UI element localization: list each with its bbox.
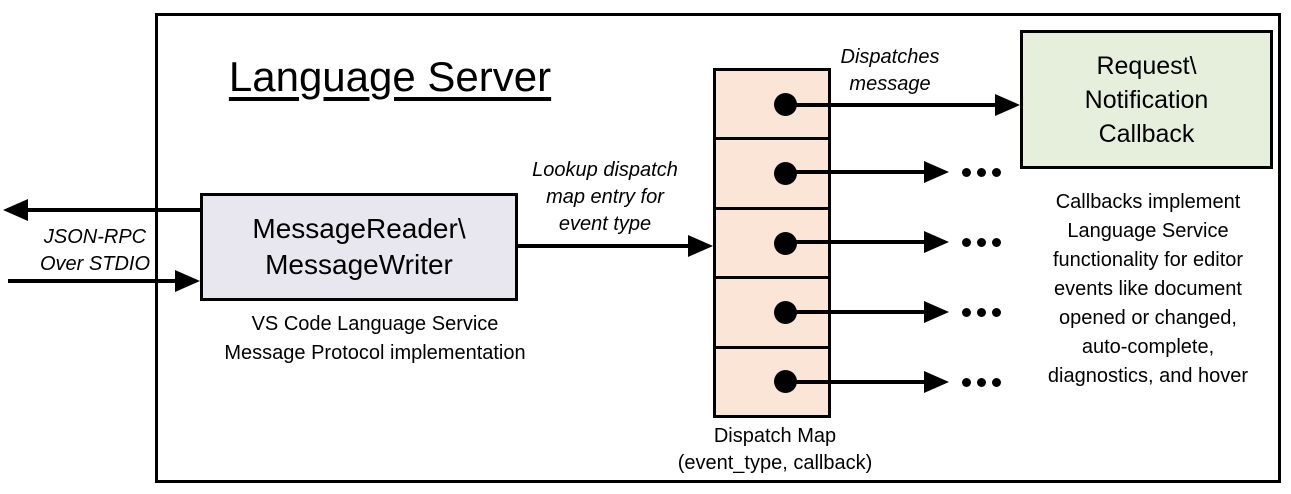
ellipsis-dot	[962, 238, 971, 247]
dispatch-arrowhead-icon-2	[924, 161, 949, 183]
caption-line-2: Message Protocol implementation	[224, 342, 526, 364]
over-stdio-label-line: Over STDIO	[39, 253, 150, 275]
ellipsis-dots	[962, 308, 1001, 317]
callbacks-note: Callbacks implement Language Service fun…	[1023, 188, 1273, 391]
ellipsis-dot	[977, 378, 986, 387]
ellipsis-dot	[992, 308, 1001, 317]
ellipsis-dot	[992, 378, 1001, 387]
note-line-1: Callbacks implement	[1055, 191, 1241, 213]
dispatch-arrow-line-2	[786, 170, 925, 174]
note-line-7: diagnostics, and hover	[1047, 365, 1249, 387]
stdio-in-arrow-line	[8, 279, 175, 283]
lookup-label-line-1: Lookup dispatch	[532, 159, 678, 181]
callback-pointer-dot	[774, 92, 797, 116]
callback-pointer-dot	[774, 300, 797, 324]
note-line-6: auto-complete,	[1081, 336, 1215, 358]
note-line-2: Language Service	[1067, 220, 1229, 242]
json-rpc-label-line: JSON-RPC	[43, 226, 147, 248]
dispatch-arrowhead-icon-4	[924, 301, 949, 323]
callback-pointer-dot	[774, 162, 797, 186]
dispatch-arrow-line-4	[786, 310, 925, 314]
ellipsis-dot	[977, 168, 986, 177]
stdio-out-arrow-line	[22, 208, 200, 212]
ellipsis-dots	[962, 378, 1001, 387]
dispatches-message-label: Dispatches message	[825, 44, 955, 98]
callback-box-line-1: Request\	[1096, 51, 1197, 80]
ellipsis-dots	[962, 168, 1001, 177]
dispatch-map-label-line-1: Dispatch Map	[713, 425, 837, 447]
language-server-boundary-box	[155, 13, 1281, 483]
ellipsis-dot	[992, 168, 1001, 177]
ellipsis-dot	[977, 308, 986, 317]
message-reader-writer-box: MessageReader\ MessageWriter	[200, 193, 518, 301]
note-line-5: opened or changed,	[1059, 307, 1237, 329]
page-title: Language Server	[228, 53, 552, 100]
ellipsis-dot	[962, 168, 971, 177]
lookup-label-line-2: map entry for	[546, 186, 664, 208]
lookup-dispatch-label: Lookup dispatch map entry for event type	[505, 157, 705, 238]
message-writer-label: MessageWriter	[265, 249, 453, 280]
dispatches-label-line-1: Dispatches	[840, 46, 940, 68]
callback-pointer-dot	[774, 231, 797, 255]
lookup-arrow-line	[518, 244, 690, 248]
ellipsis-dot	[977, 238, 986, 247]
ellipsis-dot	[992, 238, 1001, 247]
stdio-out-arrowhead-icon	[3, 199, 28, 221]
note-line-4: events like document	[1054, 278, 1242, 300]
dispatch-map-label: Dispatch Map (event_type, callback)	[640, 423, 910, 477]
request-notification-callback-box: Request\ Notification Callback	[1020, 30, 1273, 169]
ellipsis-dots	[962, 238, 1001, 247]
callback-pointer-dot	[774, 370, 797, 394]
dispatch-map-label-line-2: (event_type, callback)	[677, 452, 873, 474]
message-reader-label: MessageReader\	[252, 213, 466, 244]
ellipsis-dot	[962, 308, 971, 317]
lookup-arrowhead-icon	[688, 235, 713, 257]
dispatches-label-line-2: message	[849, 73, 931, 95]
callback-box-line-2: Notification	[1084, 85, 1209, 114]
ellipsis-dot	[962, 378, 971, 387]
note-line-3: functionality for editor	[1052, 249, 1244, 271]
lookup-label-line-3: event type	[558, 213, 652, 235]
stdio-in-arrowhead-icon	[175, 270, 200, 292]
dispatch-arrowhead-icon-3	[924, 231, 949, 253]
caption-line-1: VS Code Language Service	[251, 313, 499, 335]
reader-box-caption: VS Code Language Service Message Protoco…	[195, 310, 555, 368]
dispatch-arrow-line-3	[786, 240, 925, 244]
dispatch-arrow-line-5	[786, 380, 925, 384]
json-rpc-stdio-label: JSON-RPC Over STDIO	[10, 224, 180, 278]
dispatch-arrowhead-icon-1	[995, 94, 1020, 116]
dispatch-arrowhead-icon-5	[924, 371, 949, 393]
callback-box-line-3: Callback	[1098, 119, 1195, 148]
dispatch-arrow-line-1	[786, 103, 996, 107]
